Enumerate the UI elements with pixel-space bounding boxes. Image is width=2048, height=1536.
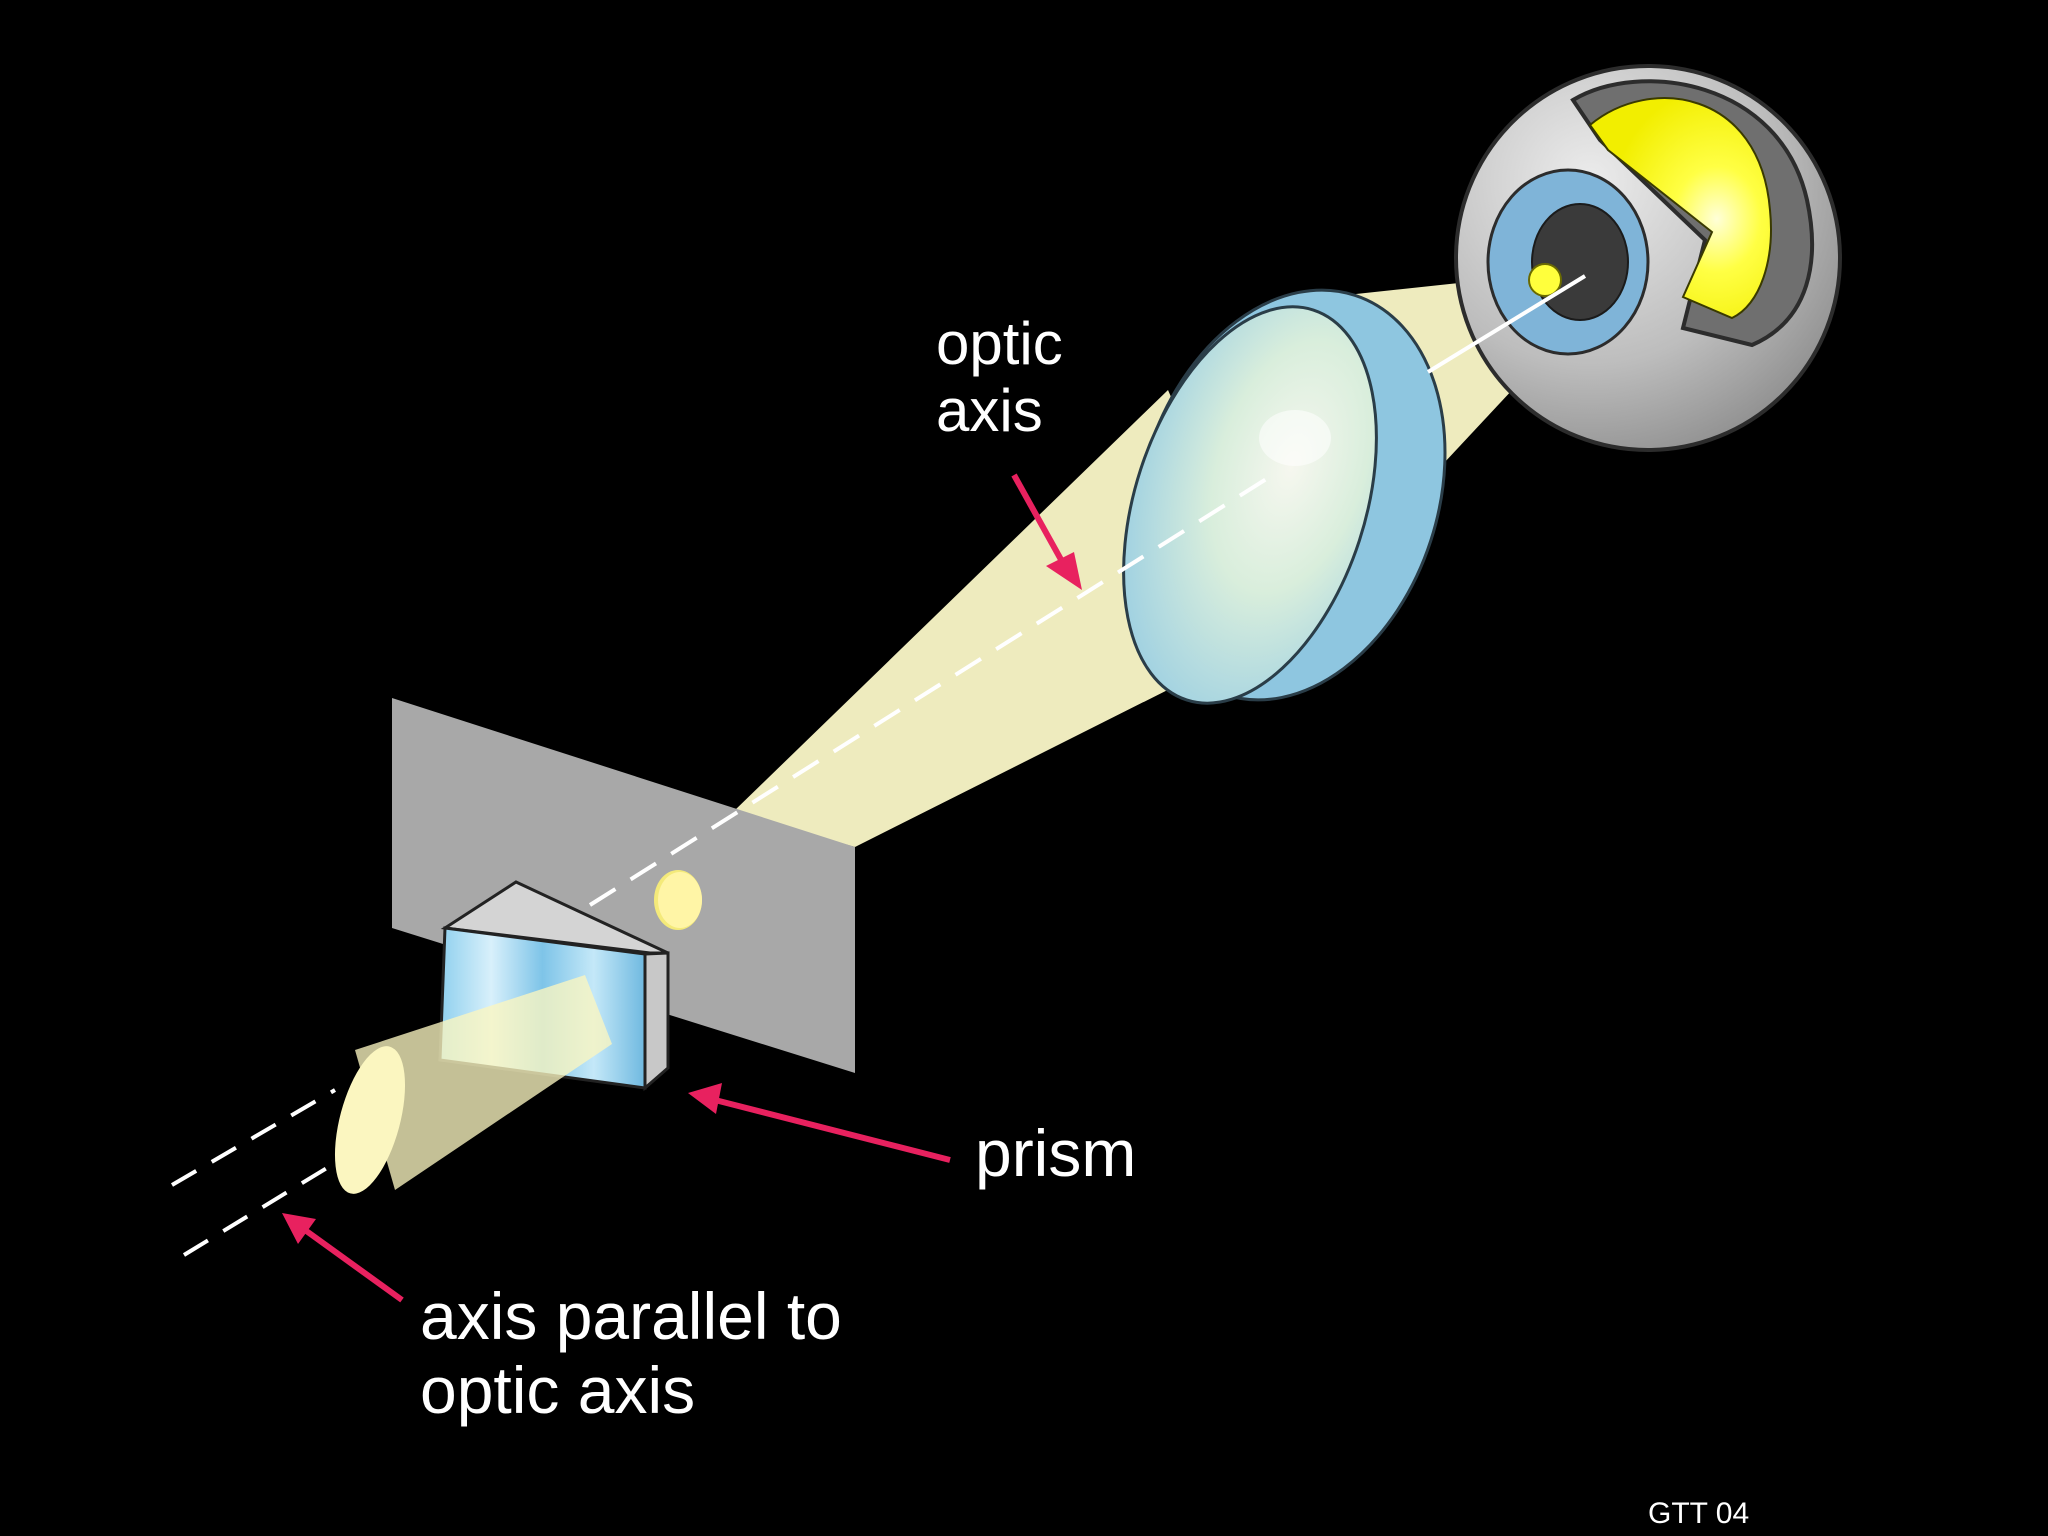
pupil xyxy=(1531,203,1629,321)
parallel-axis-line-lower xyxy=(182,1158,342,1257)
optic-axis-label: optic axis xyxy=(936,310,1063,444)
parallel-axis-arrow xyxy=(282,1213,404,1303)
incoming-beam-end xyxy=(334,1046,406,1194)
aperture-light-end xyxy=(658,872,702,928)
credit-text: GTT 04 xyxy=(1648,1497,1750,1530)
prism-label: prism xyxy=(975,1116,1137,1191)
optic-axis-label-line1: optic xyxy=(936,310,1063,377)
prism-side xyxy=(643,951,670,1092)
parallel-axis-line-upper xyxy=(170,1088,337,1187)
retina xyxy=(1588,97,1772,320)
optic-axis-arrow xyxy=(1011,473,1082,590)
screen-panel xyxy=(392,698,855,1073)
parallel-axis-label-line1: axis parallel to xyxy=(420,1279,842,1353)
lens xyxy=(1122,305,1378,705)
pupil-light-spot xyxy=(1528,263,1562,297)
credit-label: GTT 04 xyxy=(1648,1497,1749,1531)
incoming-light-beam xyxy=(355,975,612,1190)
parallel-axis-label: axis parallel to optic axis xyxy=(420,1279,842,1428)
lens-highlight xyxy=(1259,410,1331,466)
optic-axis-label-line2: axis xyxy=(936,377,1043,445)
prism-label-text: prism xyxy=(975,1116,1137,1190)
optic-axis-dashed xyxy=(588,476,1270,907)
optic-axis-solid xyxy=(1426,274,1587,374)
prism-arrow xyxy=(688,1083,951,1163)
parallel-axis-label-line2: optic axis xyxy=(420,1352,696,1427)
